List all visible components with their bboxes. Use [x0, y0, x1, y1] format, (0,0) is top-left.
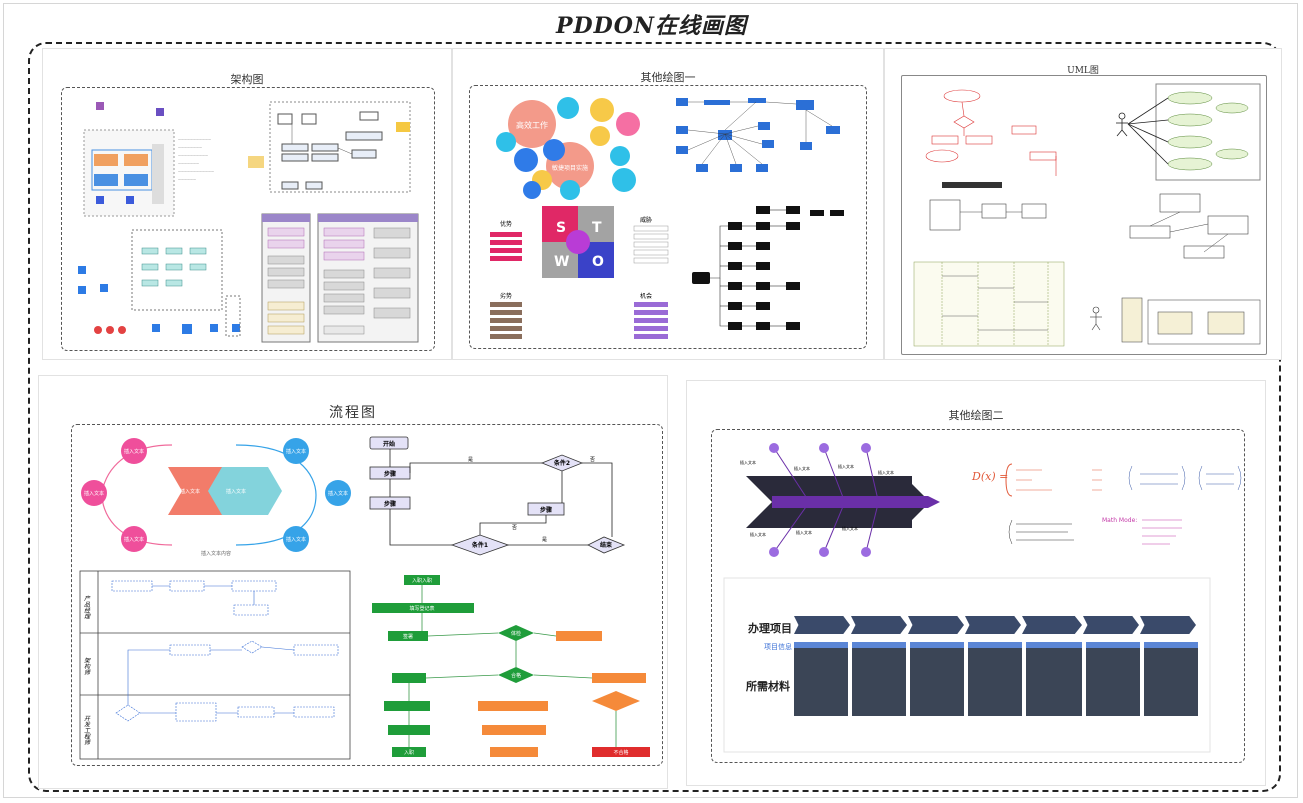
- process-step-6[interactable]: [1083, 616, 1139, 634]
- uml-panel[interactable]: UML图: [884, 48, 1282, 360]
- uml-title: UML图: [1067, 66, 1099, 76]
- svg-text:———————: ———————: [178, 161, 199, 165]
- outer-dashed-border: [28, 42, 1281, 792]
- process-cond2: 条件2: [553, 459, 570, 467]
- hire-reject: 不合格: [613, 749, 628, 756]
- flowchart-diagram[interactable]: 插入文本 插入文本 插入文本 插入文本 插入文本 插入文本 插入文本 插入文本 …: [71, 424, 663, 766]
- flowchart-drawing: 插入文本 插入文本 插入文本 插入文本 插入文本 插入文本 插入文本 插入文本 …: [79, 436, 650, 760]
- swot-s: S: [556, 220, 566, 236]
- process-col-3: [910, 642, 964, 716]
- process-cond1: 条件1: [471, 541, 488, 549]
- process-col-4: [968, 642, 1022, 716]
- bubble-center2: 敏捷项目实施: [552, 164, 588, 172]
- math-mode-label: Math Mode:: [1102, 517, 1137, 524]
- cycle-node-6: 插入文本: [286, 536, 306, 543]
- process-row-label-2: 所需材料: [746, 680, 790, 693]
- svg-text:——————————: ——————————: [178, 153, 208, 157]
- cycle-left-label: 插入文本: [180, 488, 200, 495]
- other-one-title: 其他绘图一: [640, 71, 696, 84]
- fish-label-6: 插入文本: [796, 529, 812, 535]
- architecture-drawing: ——————————————————— ————————————————— ——…: [78, 101, 419, 343]
- process-no-2: 否: [512, 525, 517, 531]
- swot-q3: 劣势: [500, 292, 512, 300]
- bubble-center: 高效工作: [516, 120, 548, 130]
- cycle-node-1: 插入文本: [124, 448, 144, 455]
- uml-drawing: [913, 83, 1261, 347]
- cycle-node-5: 插入文本: [328, 490, 348, 497]
- swot-q2: 威胁: [640, 216, 652, 224]
- process-step-1[interactable]: [794, 616, 850, 634]
- process-col-2: [852, 642, 906, 716]
- process-row-label-1: 办理项目: [748, 622, 792, 635]
- cycle-node-4: 插入文本: [286, 448, 306, 455]
- process-end: 结束: [600, 541, 613, 549]
- hire-end: 入职: [404, 750, 414, 756]
- hire-check1: 体检: [511, 630, 521, 637]
- canvas-frame: [3, 3, 1298, 798]
- svg-text:————————————: ————————————: [178, 169, 214, 173]
- cycle-node-3: 插入文本: [124, 536, 144, 543]
- lane3-label: 开发工程师: [83, 715, 90, 745]
- architecture-title: 架构图: [230, 73, 264, 86]
- hire-start: 入职入职: [412, 578, 432, 584]
- fish-label-7: 插入文本: [842, 525, 858, 531]
- uml-diagram[interactable]: [901, 75, 1267, 355]
- swot-t: T: [592, 220, 602, 236]
- svg-text:———————————: ———————————: [178, 137, 211, 141]
- process-step-2[interactable]: [851, 616, 907, 634]
- lane1-label: 产品经理: [83, 594, 90, 619]
- swot-q1: 优势: [500, 220, 512, 228]
- other-drawings-one-panel[interactable]: 其他绘图一 高效工作 敏捷项目实施: [452, 48, 884, 360]
- flowchart-title: 流程图: [329, 405, 377, 421]
- math-formula-1: D(x) =: [971, 470, 1008, 483]
- swot-w: W: [554, 254, 569, 270]
- cycle-node-2: 插入文本: [84, 490, 104, 497]
- cycle-caption: 插入文本内容: [201, 550, 231, 557]
- process-sub-label: 项目信息: [764, 643, 792, 651]
- fish-label-4: 插入文本: [878, 469, 894, 475]
- process-col-6: [1086, 642, 1140, 716]
- hire-step2: 签署: [403, 633, 413, 640]
- process-step-3[interactable]: [908, 616, 964, 634]
- hire-step1: 填写登记表: [409, 605, 434, 612]
- process-col-7: [1144, 642, 1198, 716]
- fish-label-3: 插入文本: [838, 463, 854, 469]
- process-col-5: [1026, 642, 1082, 716]
- other-two-diagram[interactable]: 插入文本 插入文本 插入文本 插入文本 插入文本 插入文本 插入文本 D(x) …: [711, 429, 1245, 763]
- architecture-diagram[interactable]: ——————————————————— ————————————————— ——…: [61, 87, 435, 351]
- other-two-title: 其他绘图二: [948, 409, 1004, 422]
- process-step-7[interactable]: [1140, 616, 1196, 634]
- process-step3: 步骤: [540, 506, 552, 514]
- process-steps: [794, 616, 1196, 636]
- lane2-label: 架构师: [83, 656, 90, 675]
- flowchart-panel[interactable]: 流程图 插入文本 插入文本 插入文本 插入文本 插入文本 插入文本 插入文本 插…: [38, 375, 668, 789]
- hire-check2: 合格: [511, 672, 521, 679]
- other-one-diagram[interactable]: 高效工作 敏捷项目实施: [469, 85, 867, 349]
- swot-q4: 机会: [640, 292, 652, 300]
- process-step-5[interactable]: [1022, 616, 1082, 634]
- process-step1: 步骤: [384, 470, 396, 478]
- svg-text:——————: ——————: [178, 177, 196, 181]
- swot-o: O: [592, 254, 604, 270]
- other-one-drawing: 高效工作 敏捷项目实施: [490, 97, 844, 339]
- process-yes-1: 是: [468, 457, 473, 463]
- process-yes-2: 是: [542, 537, 547, 543]
- page-title: PDDON在线画图: [556, 13, 747, 39]
- other-drawings-two-panel[interactable]: 其他绘图二 插入文本 插入文本 插入文本 插入文本 插入文本 插入文本 插入文本…: [686, 380, 1266, 786]
- process-columns: [794, 642, 1198, 716]
- process-step-4[interactable]: [965, 616, 1021, 634]
- process-step2: 步骤: [384, 500, 396, 508]
- fish-label-5: 插入文本: [750, 531, 766, 537]
- cycle-right-label: 插入文本: [226, 488, 246, 495]
- process-no-1: 否: [590, 457, 595, 463]
- fish-label-2: 插入文本: [794, 465, 810, 471]
- architecture-panel[interactable]: 架构图 ——————————————————— ————————————————…: [42, 48, 452, 360]
- process-start: 开始: [383, 440, 395, 448]
- svg-text:————————: ————————: [178, 145, 202, 149]
- fish-label-1: 插入文本: [740, 459, 756, 465]
- process-col-1: [794, 642, 848, 716]
